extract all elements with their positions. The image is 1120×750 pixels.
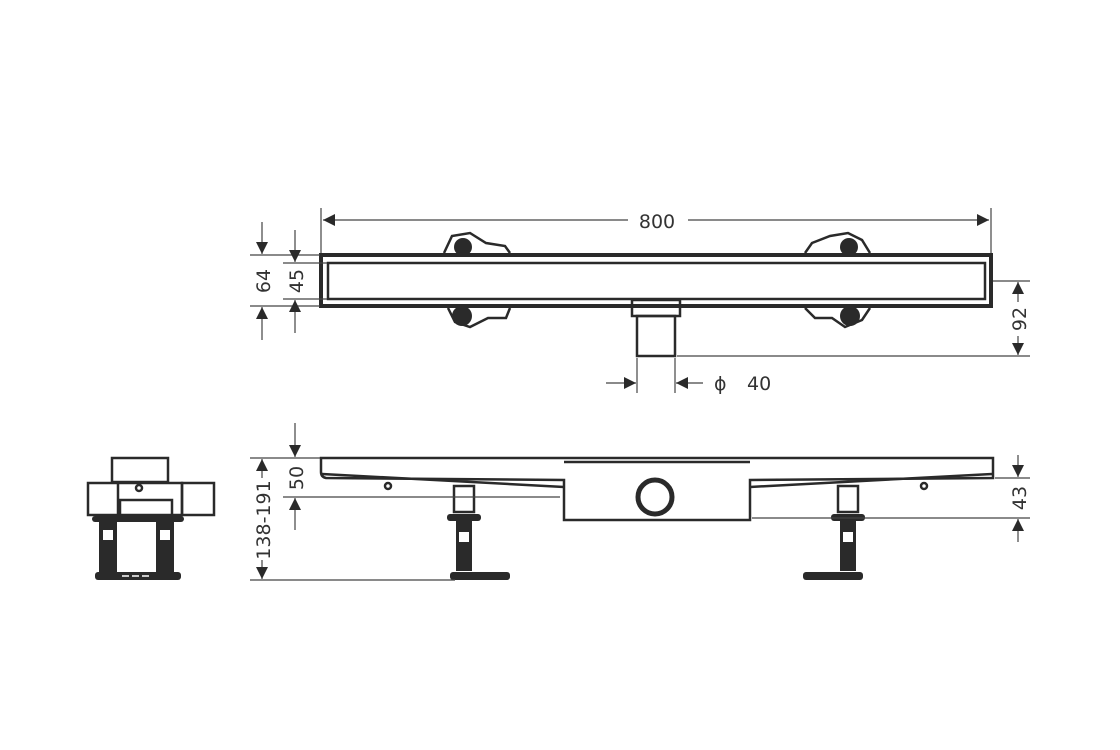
end-view [86, 456, 216, 580]
mounting-bracket-left [442, 231, 512, 329]
dimension-length: 800 [639, 211, 675, 233]
dimension-outlet-diameter: 40 [747, 373, 771, 395]
dimension-inner-height: 45 [286, 269, 308, 293]
dimension-install-height: 138-191 [253, 480, 275, 559]
dimension-outlet-depth: 92 [1009, 307, 1031, 331]
dimension-outlet-height: 43 [1009, 486, 1031, 510]
dimension-total-height: 64 [253, 269, 275, 293]
channel-outline [319, 253, 993, 308]
side-view: 50 138-191 43 [250, 423, 1031, 581]
adjustable-foot-left [447, 484, 510, 580]
channel-side [319, 456, 995, 522]
channel-inner [326, 261, 987, 301]
adjustable-foot-right [803, 484, 865, 580]
mounting-bracket-right [803, 231, 872, 329]
diameter-symbol: ϕ [714, 373, 727, 395]
dimension-channel-height: 50 [286, 466, 308, 490]
outlet-circle [635, 477, 675, 517]
outlet-pipe [635, 314, 677, 358]
top-view: 800 64 45 92 ϕ 40 [250, 208, 1031, 395]
